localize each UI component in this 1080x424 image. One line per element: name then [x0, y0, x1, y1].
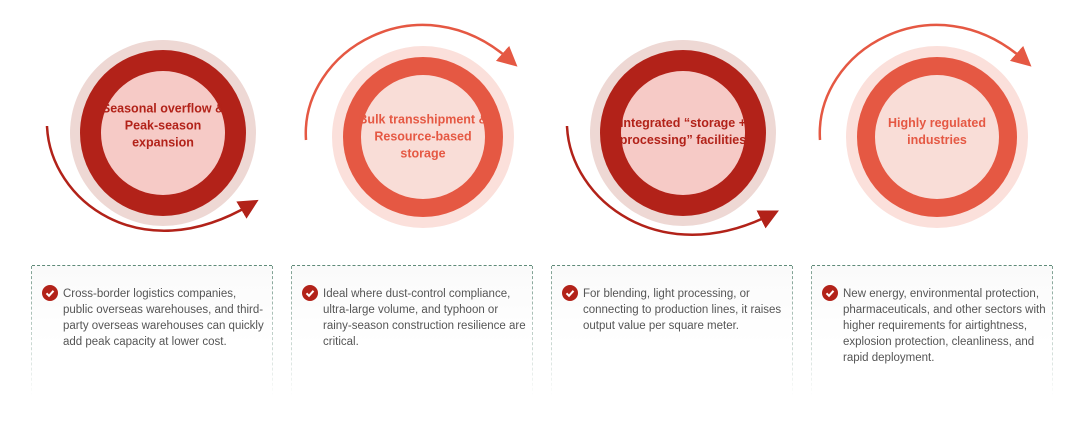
check-circle-icon	[562, 285, 578, 301]
card-description: New energy, environmental protection, ph…	[843, 288, 1046, 364]
circle-title: Highly regulated industries	[888, 116, 986, 147]
check-circle-icon	[42, 285, 58, 301]
check-circle-icon	[822, 285, 838, 301]
cycle-arrow	[45, 125, 259, 232]
description-card: Cross-border logistics companies, public…	[32, 265, 272, 396]
circle-title: Integrated “storage + processing” facili…	[619, 116, 747, 147]
card-description: Ideal where dust-control compliance, ult…	[323, 288, 526, 348]
cycle-arrow	[304, 23, 518, 141]
circle-integrated	[590, 40, 776, 226]
circle-title: Bulk transshipment & Resource-based stor…	[358, 112, 488, 161]
card-description: Cross-border logistics companies, public…	[63, 288, 264, 348]
circle-seasonal	[70, 40, 256, 226]
description-card: Ideal where dust-control compliance, ult…	[292, 265, 532, 396]
cycle-arrow	[818, 23, 1032, 141]
circle-bulk	[332, 46, 514, 228]
cycle-arrow	[565, 125, 779, 236]
description-card: For blending, light processing, or conne…	[552, 265, 792, 396]
description-card: New energy, environmental protection, ph…	[812, 265, 1052, 396]
circle-regulated	[846, 46, 1028, 228]
check-circle-icon	[302, 285, 318, 301]
circle-title: Seasonal overflow & Peak-season expansio…	[101, 101, 225, 150]
card-description: For blending, light processing, or conne…	[583, 288, 782, 332]
